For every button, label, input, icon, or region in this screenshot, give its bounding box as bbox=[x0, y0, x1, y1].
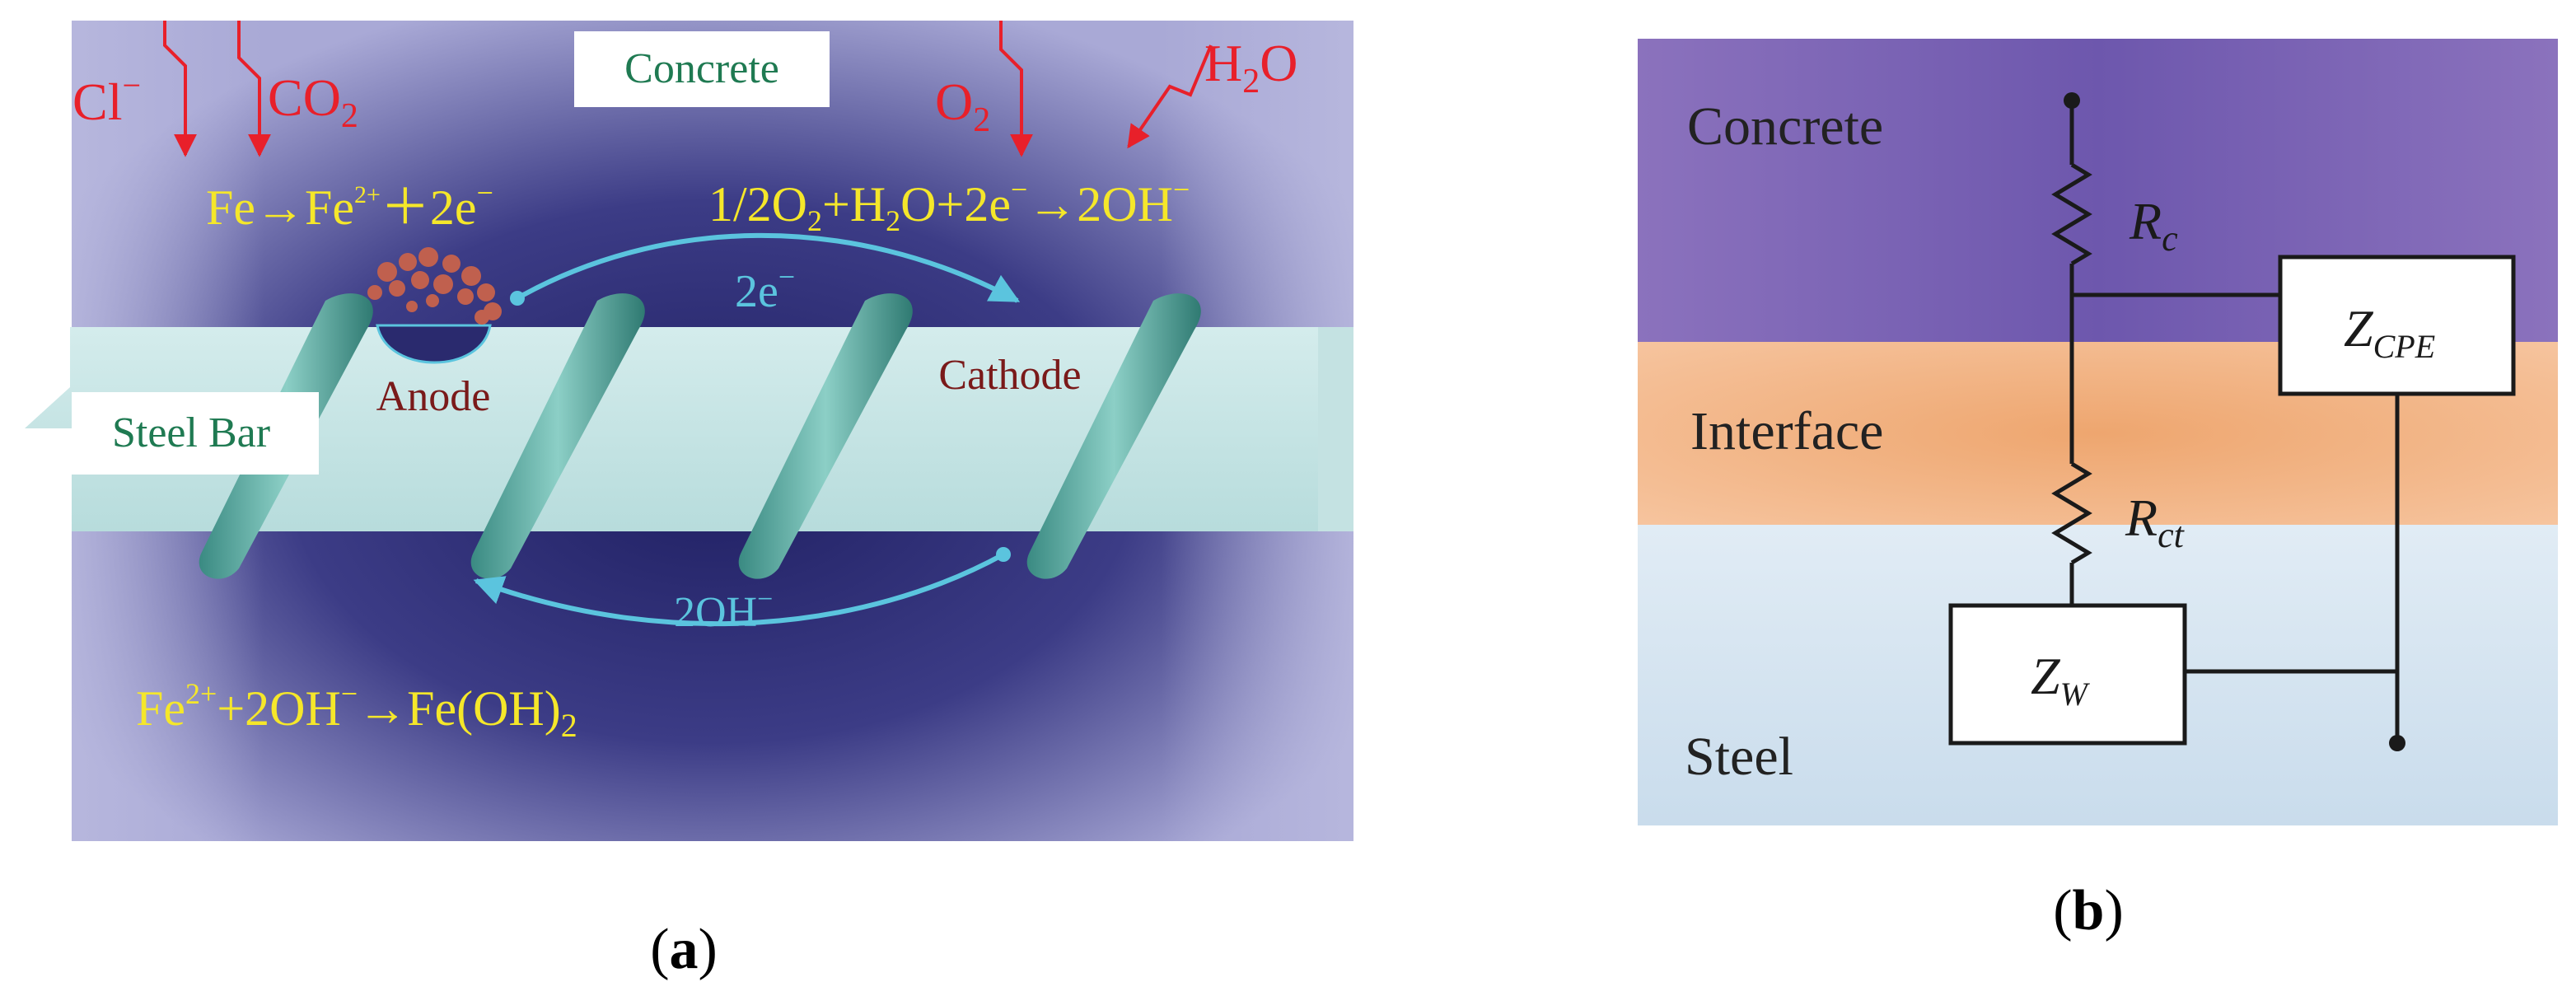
o2-label: O2 bbox=[935, 72, 990, 139]
species-arrows bbox=[163, 21, 1213, 157]
electron-flow-label: 2e− bbox=[735, 260, 795, 317]
steel-bar-label: Steel Bar bbox=[112, 409, 270, 456]
electron-flow-start-dot bbox=[510, 291, 525, 306]
concrete-label: Concrete bbox=[624, 45, 779, 92]
cathodic-reaction: 1/2O2+H2O+2e−→2OH− bbox=[708, 173, 1190, 237]
co2-label: CO2 bbox=[268, 68, 358, 135]
anode-label: Anode bbox=[376, 373, 491, 420]
layer-label-concrete: Concrete bbox=[1687, 96, 1883, 157]
rib-3 bbox=[738, 293, 913, 579]
zw-box bbox=[1948, 603, 2187, 746]
zcpe-label: ZCPE bbox=[2344, 299, 2435, 365]
cl-label: Cl− bbox=[72, 67, 141, 131]
electron-flow-arrow bbox=[516, 232, 1021, 303]
terminal-bottom bbox=[2389, 735, 2405, 751]
circuit-wires bbox=[2051, 101, 2400, 741]
resistor-rct bbox=[2051, 461, 2092, 565]
co2-arrow bbox=[237, 21, 271, 157]
layer-label-steel: Steel bbox=[1685, 727, 1793, 787]
panel-a-caption: (a) bbox=[650, 918, 718, 981]
concrete-label-box bbox=[574, 31, 830, 107]
hydroxide-flow-start-dot bbox=[996, 547, 1011, 562]
panel-a: Concrete Steel Bar Anode Cathode Cl− CO2… bbox=[25, 21, 1353, 981]
rc-label: Rc bbox=[2129, 192, 2178, 259]
rib-4 bbox=[1026, 293, 1201, 579]
hydroxide-flow-arrow bbox=[473, 552, 1005, 627]
h2o-label: H2O bbox=[1204, 34, 1297, 101]
steel-bar-end bbox=[1318, 327, 1353, 531]
h2o-arrow bbox=[1127, 44, 1213, 149]
zcpe-box bbox=[2278, 255, 2516, 396]
layer-label-interface: Interface bbox=[1690, 401, 1883, 461]
terminal-top bbox=[2064, 92, 2080, 109]
o2-arrow bbox=[999, 21, 1033, 157]
resistor-rc bbox=[2051, 162, 2092, 266]
zw-label: ZW bbox=[2031, 647, 2091, 713]
panel-b: Concrete Interface Steel Rc Rct ZCPE ZW … bbox=[1638, 39, 2558, 942]
steel-bar bbox=[25, 327, 1353, 531]
steel-bar-label-box bbox=[72, 392, 319, 475]
rib-2 bbox=[470, 293, 645, 579]
precipitation-reaction: Fe2++2OH−→Fe(OH)2 bbox=[136, 677, 577, 744]
hydroxide-flow-label: 2OH− bbox=[674, 584, 773, 636]
cl-arrow bbox=[163, 21, 197, 157]
rct-label: Rct bbox=[2125, 489, 2186, 555]
corrosion-products bbox=[367, 247, 502, 325]
anode-pit bbox=[376, 324, 492, 364]
anodic-reaction: Fe→Fe2+＋2e− bbox=[206, 176, 493, 235]
panel-b-caption: (b) bbox=[2053, 879, 2124, 942]
cathode-label: Cathode bbox=[938, 352, 1081, 399]
